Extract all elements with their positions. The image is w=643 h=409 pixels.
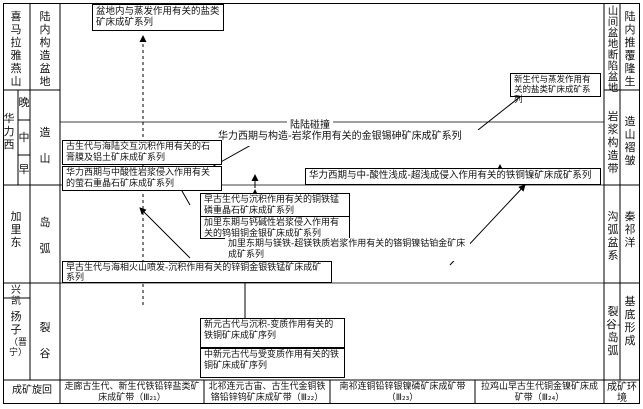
label-continent-collision: 陆陆碰撞 bbox=[287, 116, 333, 131]
era-xingkai: 兴凯 bbox=[11, 285, 21, 307]
era-yangzi: 扬子 bbox=[10, 310, 22, 336]
stage-island-arc: 岛弧 bbox=[39, 216, 51, 255]
env-basement: 基底形成 bbox=[624, 295, 636, 347]
env-uplift: 陆内推覆隆生 bbox=[624, 10, 636, 88]
era-middle: 中 bbox=[18, 131, 30, 144]
outer-frame bbox=[3, 3, 640, 404]
stage-orogeny: 造山 bbox=[39, 126, 51, 165]
bottom-belt-1: 走廊古生代、新生代铁铅锌盐类矿床成矿带（Ⅲ₂₁） bbox=[64, 382, 200, 403]
era-late: 晚 bbox=[18, 96, 30, 109]
box-top-basin: 盆地内与蒸发作用有关的盐类矿床成矿系列 bbox=[92, 4, 224, 31]
bottom-label-env: 成矿环境 bbox=[607, 382, 637, 404]
arrow-to-fluorite bbox=[139, 207, 191, 259]
env-qilian-ocean: 秦祁洋 bbox=[624, 210, 636, 249]
bottom-label-cycle: 成矿旋回 bbox=[12, 385, 52, 396]
box-paleozoic-gypsum: 古生代与海陆交互沉积作用有关的石膏膜及铝土矿床成矿系列 bbox=[62, 140, 222, 165]
env-rift-arc: 裂谷-岛弧 bbox=[606, 305, 621, 357]
stage-inland-basin: 陆内构造盆地 bbox=[39, 10, 51, 88]
box-early-paleo-copper: 早古生代与沉积作用有关的铜铁锰磷重晶石矿床成矿系列 bbox=[200, 193, 350, 217]
env-intermontane: 山间盆地断陷盆地 bbox=[607, 5, 619, 94]
box-neoproterozoic: 新元古代与沉积-变质作用有关的铁铜矿床成矿序列 bbox=[200, 318, 345, 348]
bottom-belt-2: 北祁连元古宙、古生代金铜铁铬铅锌钨矿床成矿带（Ⅲ₂₂） bbox=[208, 382, 326, 403]
box-huali-copper: 华力西期与中-酸性浅成-超浅成侵入作用有关的铁铜镍矿床成矿系列 bbox=[305, 168, 601, 185]
box-jialidong-alkaline: 加里东期与钙碱性岩浆侵入作用有关的钨钼铜金银矿床成矿系列 bbox=[200, 216, 350, 239]
box-jialidong-mafic: 加里东期与镁铁-超镁铁质岩浆作用有关的铬铜镍钴铂金矿床成矿系列 bbox=[225, 238, 470, 261]
box-huali-magma: 华力西期与构造-岩浆作用有关的金银锡砷矿床成矿系列 bbox=[215, 130, 601, 146]
era-jialidong: 加里东 bbox=[10, 210, 22, 249]
box-huali-fluorite: 华力西期与中酸性岩浆侵入作用有关的萤石重晶石矿床成矿系列 bbox=[62, 166, 222, 191]
era-huali-xi: 华力西 bbox=[3, 112, 15, 151]
env-orogenic-belt: 岩浆构造带 bbox=[607, 110, 619, 175]
stage-rift: 裂谷 bbox=[39, 321, 51, 360]
box-cenozoic-salt: 新生代与蒸发作用有关的盐类矿床成矿系列 bbox=[510, 73, 601, 105]
env-fold: 造山褶皱 bbox=[624, 115, 636, 167]
era-himalaya: 喜马拉雅燕山 bbox=[10, 10, 22, 88]
box-mesoproterozoic: 中新元古代与受变质作用有关的铁铜矿床成矿序列 bbox=[200, 348, 345, 378]
bottom-belt-3: 南祁连铜铅锌银镍磷矿床成矿带（Ⅲ₂₃） bbox=[339, 382, 466, 403]
env-trench: 沟弧盆系 bbox=[607, 210, 619, 262]
era-early: 早 bbox=[18, 163, 30, 176]
bottom-belt-4: 拉鸡山早古生代铜金镍矿床成矿带（Ⅲ₂₄） bbox=[480, 382, 598, 403]
era-jinning: （晋宁） bbox=[9, 338, 28, 358]
box-early-paleo-volcanic: 早古生代与海相火山喷发-沉积作用有关的锌铜金银铁锰矿床成矿系列 bbox=[62, 261, 332, 283]
